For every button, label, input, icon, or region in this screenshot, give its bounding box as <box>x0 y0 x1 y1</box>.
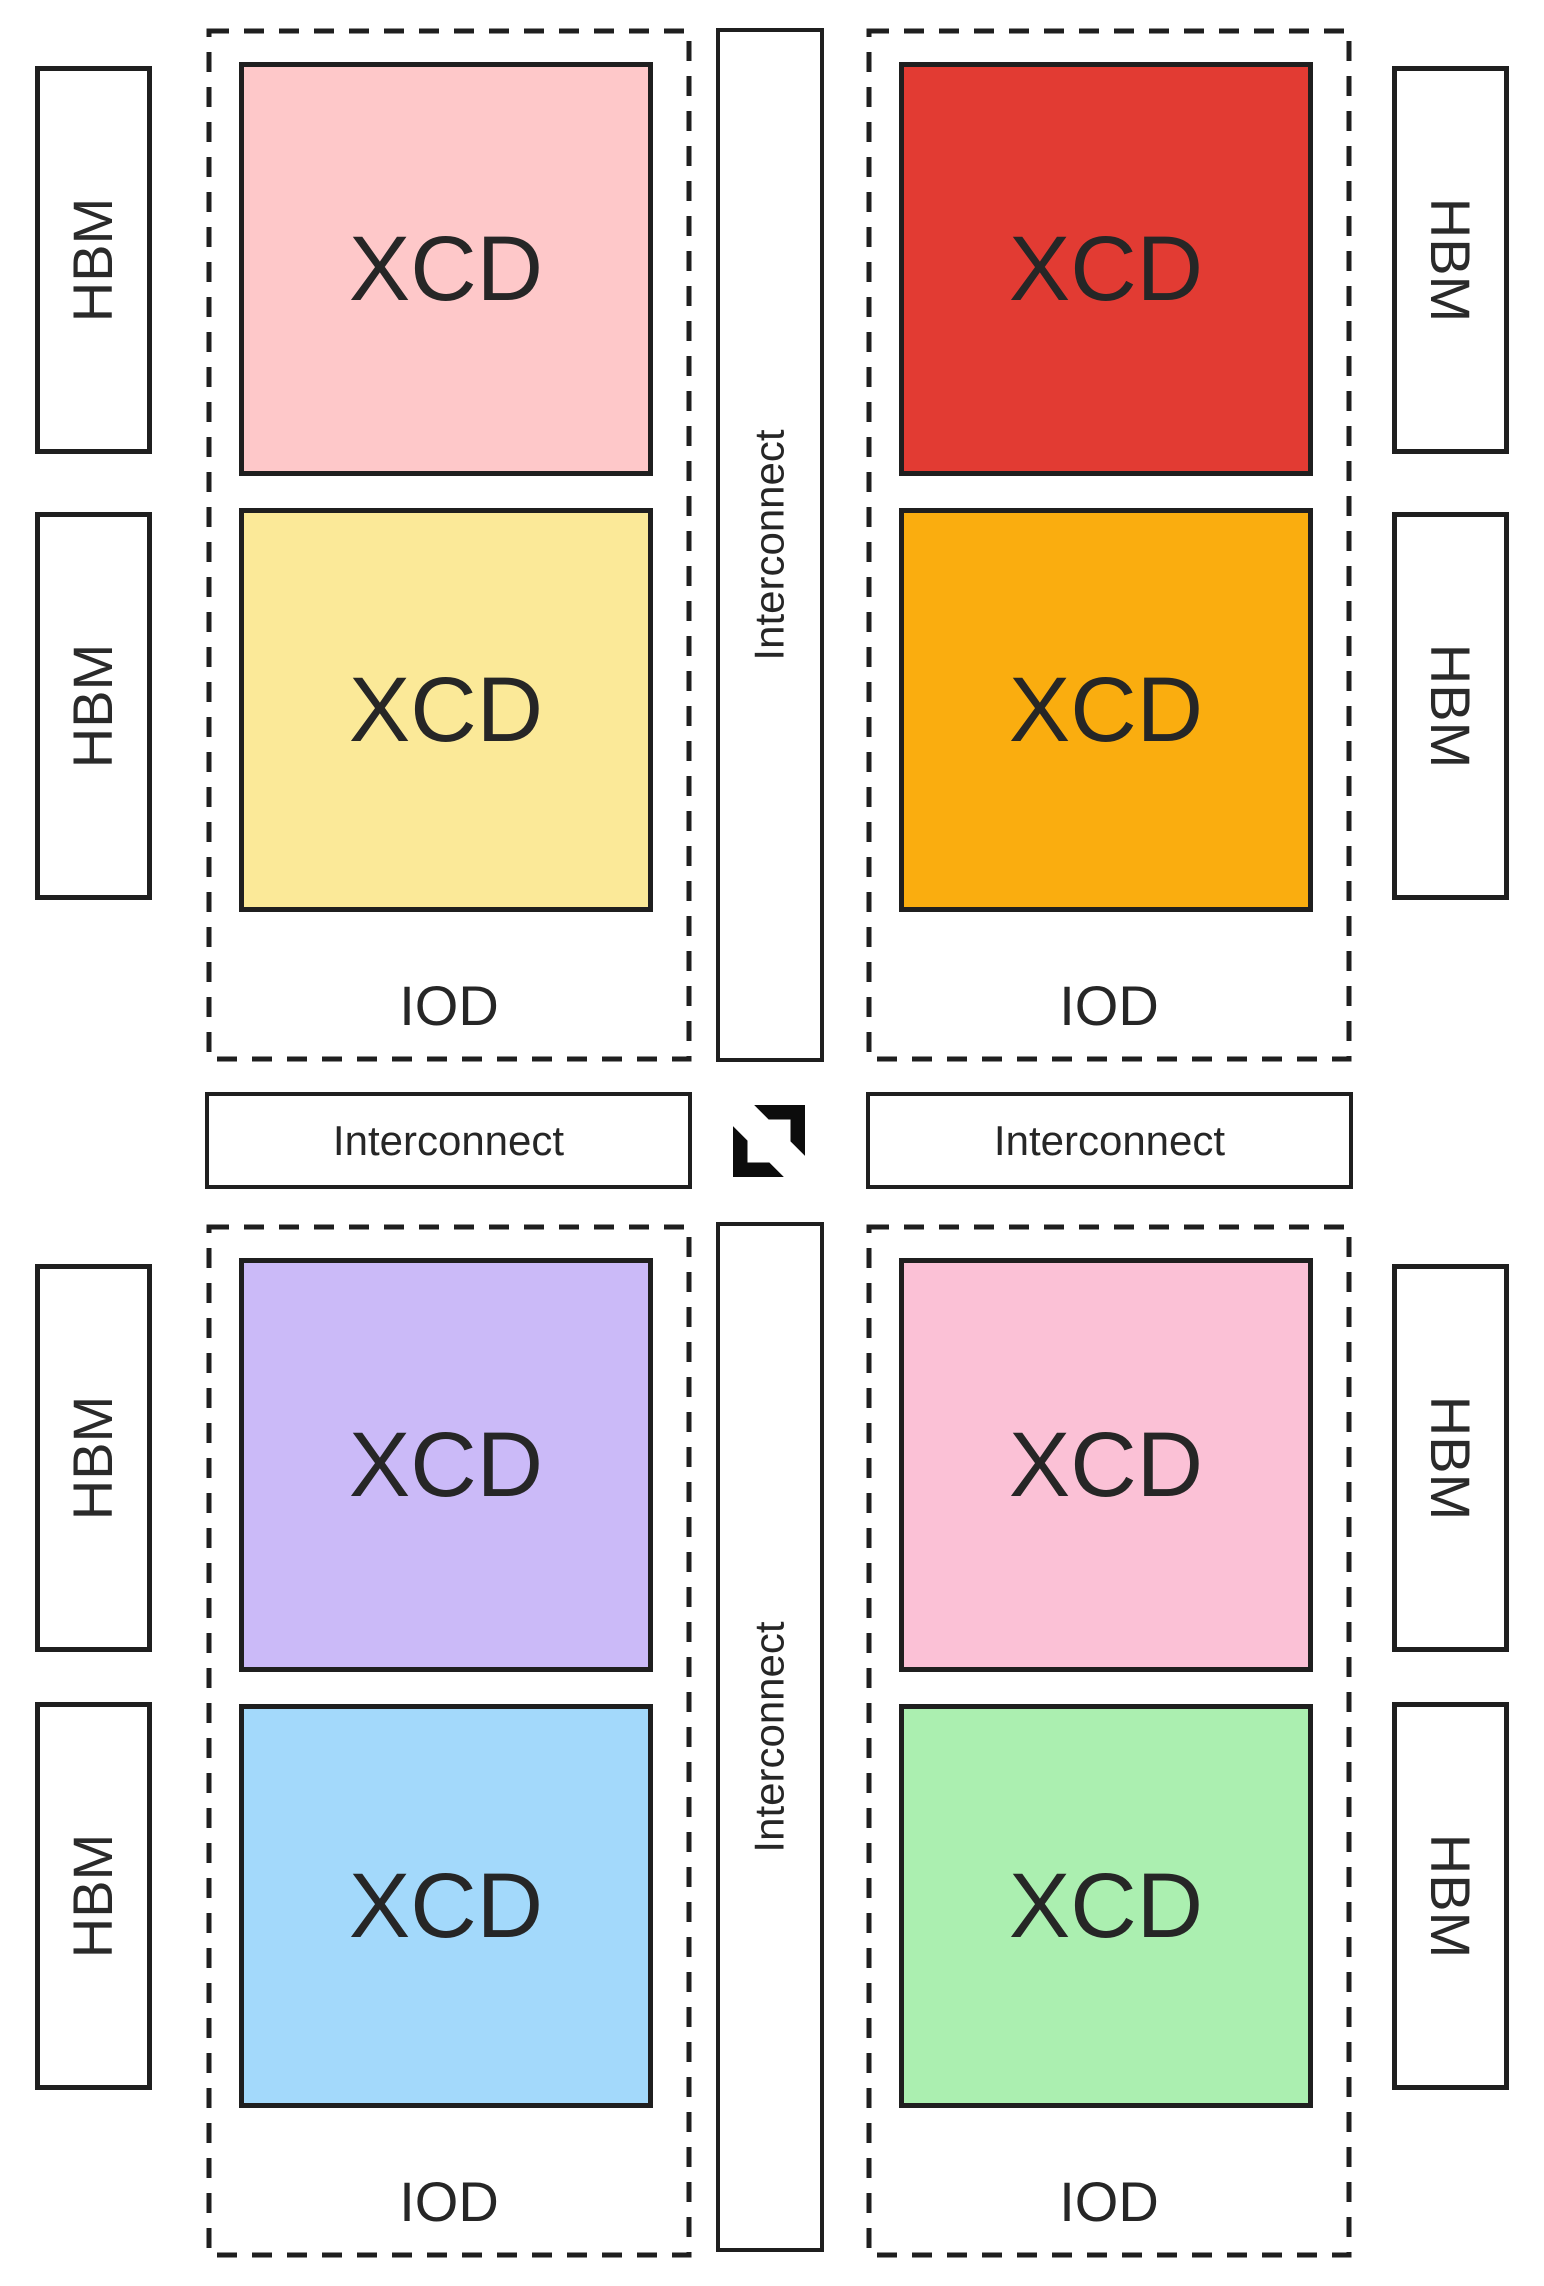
xcd-label: XCD <box>1008 1414 1204 1516</box>
hbm-box: HBM <box>35 512 152 900</box>
iod-label: IOD <box>399 2170 499 2233</box>
hbm-label: HBM <box>61 1833 125 1959</box>
iod-region-bottom-right: XCD XCD IOD <box>866 1224 1352 2258</box>
dashed-border <box>206 28 692 1062</box>
xcd-box: XCD <box>239 1704 653 2108</box>
xcd-box: XCD <box>899 1258 1313 1672</box>
xcd-label: XCD <box>348 659 544 761</box>
iod-region-bottom-left: XCD XCD IOD <box>206 1224 692 2258</box>
xcd-label: XCD <box>1008 1855 1204 1957</box>
iod-region-top-right: XCD XCD IOD <box>866 28 1352 1062</box>
hbm-label: HBM <box>61 1395 125 1521</box>
xcd-box: XCD <box>239 62 653 476</box>
hbm-label: HBM <box>61 197 125 323</box>
dashed-border <box>206 1224 692 2258</box>
xcd-box: XCD <box>899 1704 1313 2108</box>
interconnect-label: Interconnect <box>332 1116 565 1164</box>
hbm-box: HBM <box>1392 512 1509 900</box>
amd-arrow-logo-icon <box>733 1105 805 1177</box>
xcd-label: XCD <box>1008 218 1204 320</box>
hbm-box: HBM <box>1392 1264 1509 1652</box>
xcd-box: XCD <box>239 1258 653 1672</box>
hbm-box: HBM <box>1392 66 1509 454</box>
hbm-label: HBM <box>1419 643 1483 769</box>
xcd-label: XCD <box>1008 659 1204 761</box>
xcd-box: XCD <box>239 508 653 912</box>
hbm-box: HBM <box>35 1264 152 1652</box>
vertical-interconnect-bottom: Interconnect <box>716 1222 824 2252</box>
interconnect-label: Interconnect <box>993 1116 1226 1164</box>
horizontal-interconnect-left: Interconnect <box>205 1092 692 1189</box>
hbm-label: HBM <box>1419 1833 1483 1959</box>
xcd-label: XCD <box>348 1855 544 1957</box>
vertical-interconnect-top: Interconnect <box>716 28 824 1062</box>
xcd-box: XCD <box>899 62 1313 476</box>
xcd-box: XCD <box>899 508 1313 912</box>
xcd-label: XCD <box>348 218 544 320</box>
hbm-box: HBM <box>35 1702 152 2090</box>
dashed-border <box>866 28 1352 1062</box>
interconnect-label: Interconnect <box>746 1621 793 1853</box>
iod-label: IOD <box>1059 2170 1159 2233</box>
hbm-label: HBM <box>1419 1395 1483 1521</box>
hbm-label: HBM <box>1419 197 1483 323</box>
hbm-box: HBM <box>1392 1702 1509 2090</box>
horizontal-interconnect-right: Interconnect <box>866 1092 1353 1189</box>
iod-region-top-left: XCD XCD IOD <box>206 28 692 1062</box>
interconnect-label: Interconnect <box>746 429 793 661</box>
xcd-label: XCD <box>348 1414 544 1516</box>
dashed-border <box>866 1224 1352 2258</box>
iod-label: IOD <box>1059 974 1159 1037</box>
hbm-box: HBM <box>35 66 152 454</box>
hbm-label: HBM <box>61 643 125 769</box>
iod-label: IOD <box>399 974 499 1037</box>
